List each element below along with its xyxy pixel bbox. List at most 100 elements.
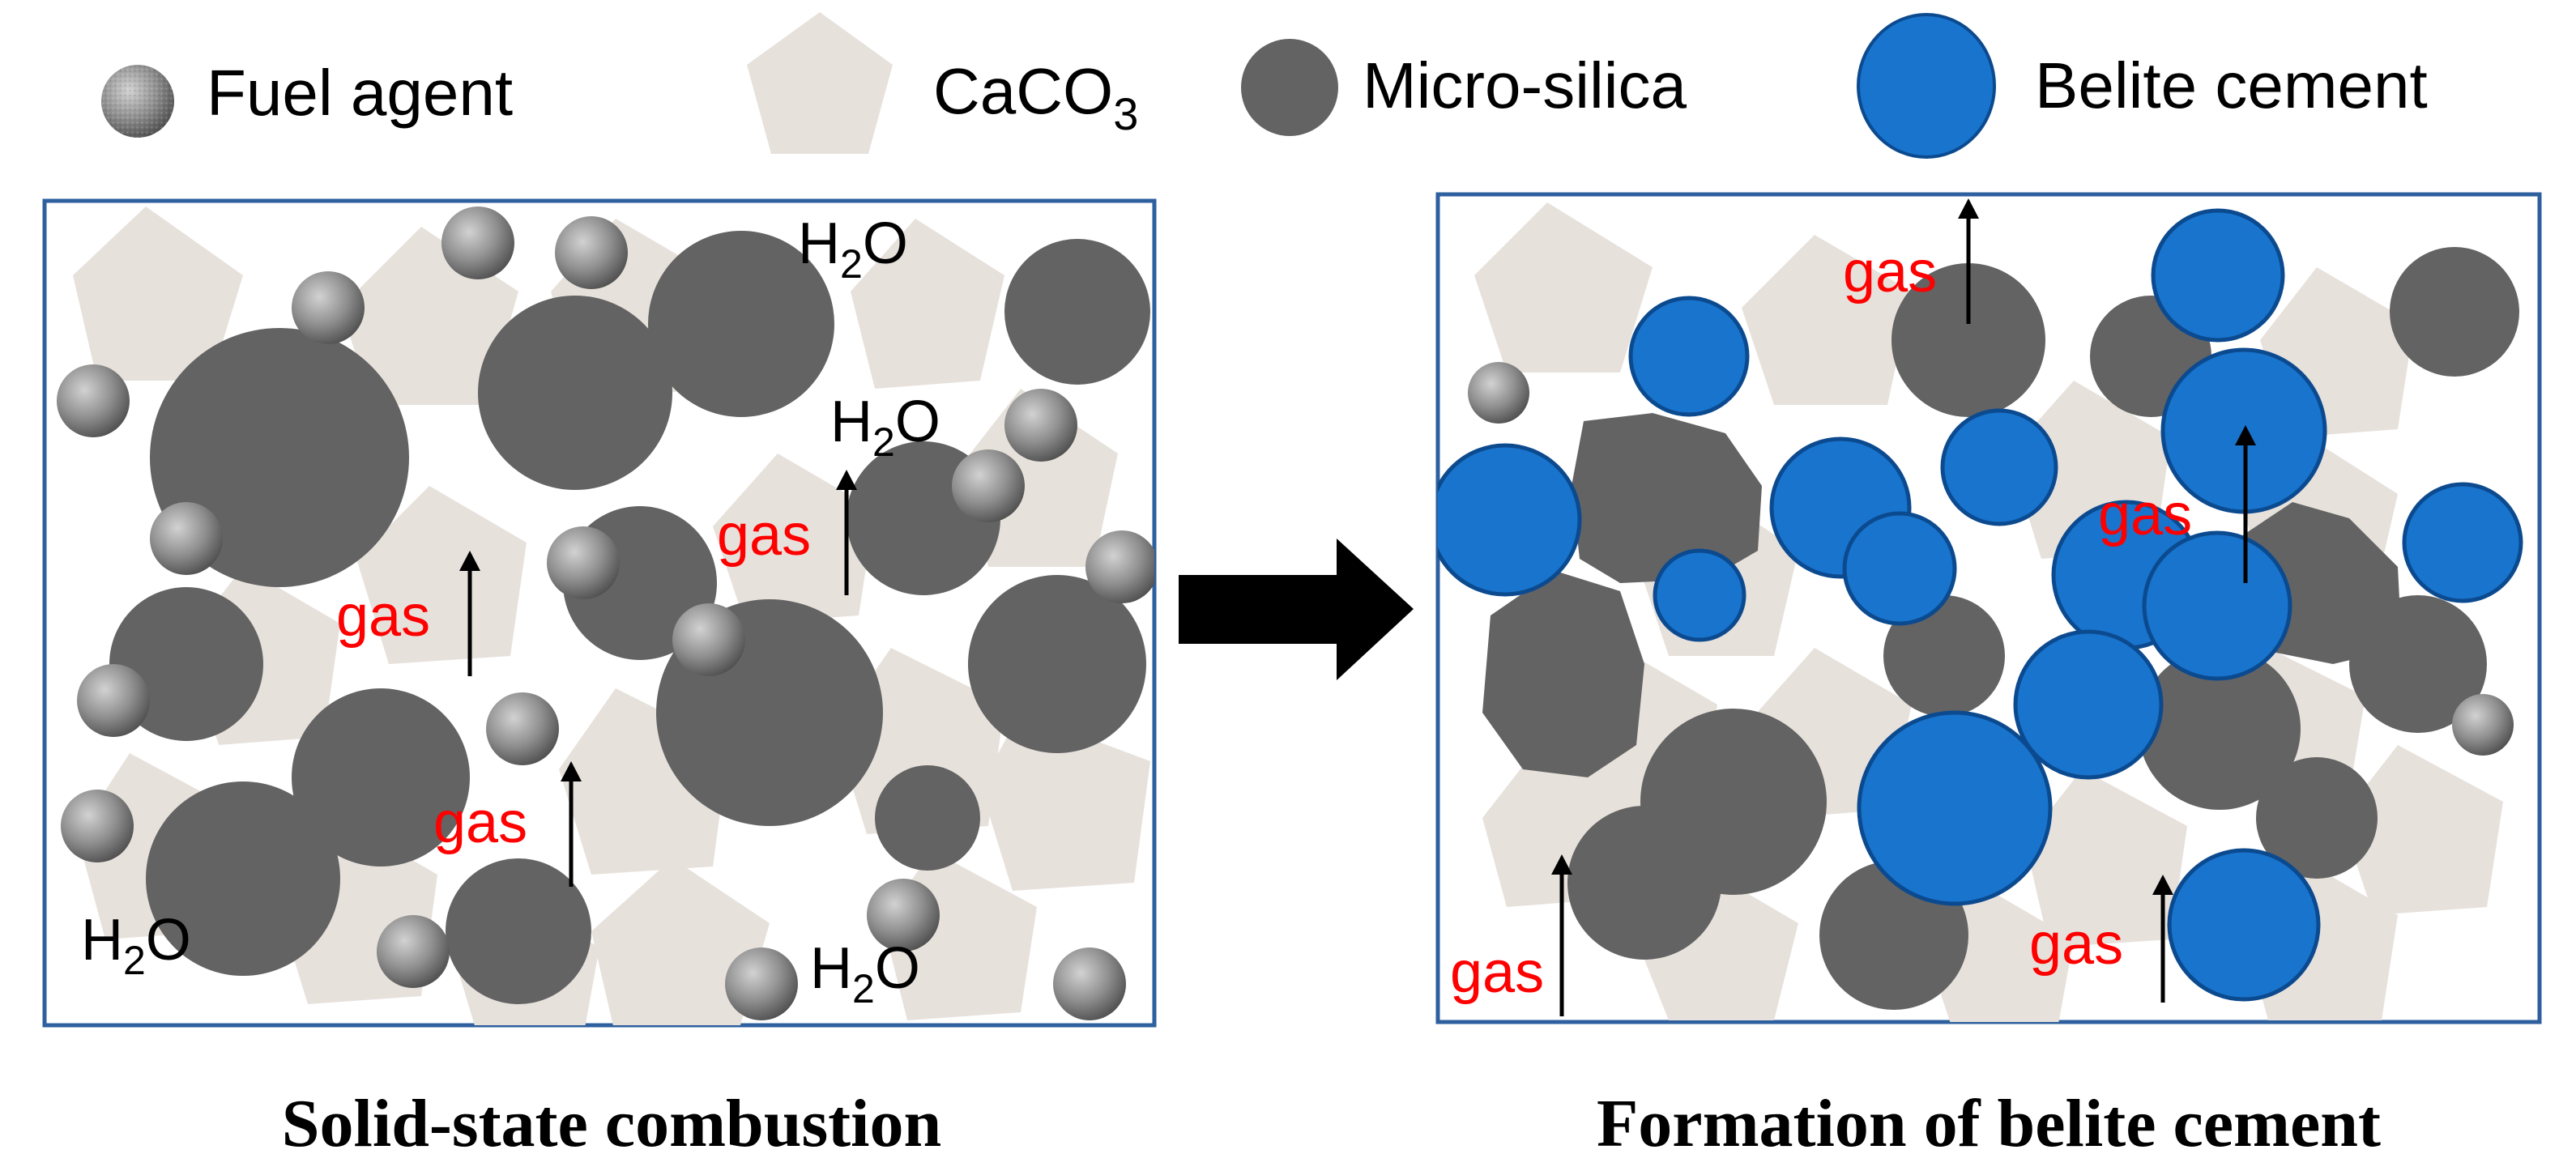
caco3-particle bbox=[73, 207, 243, 381]
micro-silica-particle bbox=[1891, 263, 2045, 417]
legend-fuel-agent-label: Fuel agent bbox=[207, 57, 513, 129]
caco3-particle bbox=[2025, 769, 2187, 947]
fuel-agent-particle bbox=[441, 207, 514, 279]
micro-silica-particle bbox=[146, 781, 340, 976]
belite-particle bbox=[1628, 296, 1750, 417]
micro-silica-particle bbox=[2390, 247, 2519, 377]
water-h: H bbox=[810, 936, 852, 1001]
right-fuel-agent-particles bbox=[1468, 362, 2514, 756]
right-micro-silica-particles bbox=[1482, 247, 2519, 1010]
fuel-agent-particle bbox=[1468, 362, 1529, 424]
caco3-particle bbox=[1742, 235, 1912, 405]
micro-silica-particle bbox=[968, 575, 1146, 753]
caco3-particle bbox=[964, 389, 1118, 567]
fuel-agent-particle bbox=[292, 271, 365, 344]
micro-silica-particle bbox=[2139, 648, 2301, 810]
left-gas-arrows bbox=[459, 470, 857, 887]
fuel-agent-particle bbox=[952, 449, 1025, 522]
water-label: H2O bbox=[81, 908, 191, 983]
left-fuel-agent-particles bbox=[57, 207, 1154, 1020]
micro-silica-particle bbox=[292, 688, 470, 867]
fuel-agent-particle bbox=[1085, 530, 1154, 603]
gas-label: gas bbox=[336, 584, 430, 649]
water-label: H2O bbox=[810, 936, 920, 1011]
caco3-icon bbox=[747, 12, 893, 154]
fuel-agent-particle bbox=[672, 603, 745, 676]
left-caco3-particles bbox=[73, 207, 1150, 1025]
water-o: O bbox=[895, 390, 940, 454]
fuel-agent-particle bbox=[1004, 389, 1077, 462]
water-subscript: 2 bbox=[872, 419, 895, 465]
belite-particle bbox=[2013, 629, 2164, 780]
legend-caco3-label: CaCO3 bbox=[933, 55, 1138, 139]
gas-label: gas bbox=[2029, 912, 2123, 977]
fuel-agent-particle bbox=[555, 216, 628, 289]
fuel-agent-particle bbox=[725, 947, 798, 1020]
caco3-particle bbox=[356, 486, 527, 664]
left-labels: H2O H2O H2O H2O gas gas gas bbox=[81, 211, 940, 1011]
legend-micro-silica: Micro-silica bbox=[1241, 39, 1687, 136]
water-o: O bbox=[863, 211, 908, 276]
belite-particle bbox=[1438, 443, 1582, 597]
gas-label: gas bbox=[2098, 483, 2192, 547]
fuel-agent-particle bbox=[1053, 947, 1126, 1020]
micro-silica-particle bbox=[875, 765, 980, 871]
gas-arrow bbox=[836, 470, 857, 595]
fuel-agent-icon bbox=[101, 65, 174, 138]
water-o: O bbox=[146, 908, 191, 973]
fuel-agent-particle bbox=[547, 526, 620, 599]
gas-arrow bbox=[2152, 875, 2173, 1003]
right-gas-arrows bbox=[1551, 198, 2256, 1016]
water-o: O bbox=[875, 936, 920, 1001]
water-subscript: 2 bbox=[852, 966, 875, 1011]
water-label: H2O bbox=[798, 211, 908, 287]
legend-belite-cement-label: Belite cement bbox=[2035, 49, 2428, 121]
water-h: H bbox=[830, 390, 872, 454]
caco3-particle bbox=[713, 453, 875, 624]
water-h: H bbox=[81, 908, 123, 973]
fuel-agent-particle bbox=[57, 364, 130, 437]
right-labels: gas gas gas gas bbox=[1450, 240, 2192, 1005]
legend-fuel-agent: Fuel agent bbox=[101, 57, 513, 138]
fuel-agent-particle bbox=[61, 790, 134, 862]
caco3-particle bbox=[591, 858, 770, 1025]
left-caption: Solid-state combustion bbox=[282, 1086, 941, 1161]
gas-label: gas bbox=[1843, 240, 1937, 304]
belite-particle bbox=[1940, 408, 2058, 526]
legend-caco3: CaCO3 bbox=[747, 12, 1138, 154]
water-label: H2O bbox=[830, 390, 940, 465]
right-arrow-icon bbox=[1179, 539, 1414, 680]
micro-silica-icon bbox=[1241, 39, 1338, 136]
gas-arrow bbox=[2235, 425, 2256, 583]
right-belite-particles bbox=[1438, 208, 2523, 1002]
caco3-particle bbox=[2341, 745, 2503, 915]
caco3-particle bbox=[1474, 202, 1653, 373]
water-subscript: 2 bbox=[123, 938, 146, 983]
caco3-particle bbox=[980, 713, 1150, 891]
gas-arrow bbox=[1551, 854, 1572, 1016]
micro-silica-particle bbox=[1883, 595, 2005, 717]
legend: Fuel agent CaCO3 Micro-silica Belite cem… bbox=[101, 12, 2428, 159]
right-caption: Formation of belite cement bbox=[1597, 1086, 2381, 1161]
belite-particle bbox=[1857, 710, 2053, 906]
micro-silica-particle bbox=[478, 296, 672, 490]
micro-silica-particle bbox=[1572, 413, 1762, 583]
micro-silica-particle bbox=[648, 231, 834, 417]
micro-silica-particle bbox=[446, 858, 591, 1004]
belite-particle bbox=[2167, 848, 2321, 1002]
water-h: H bbox=[798, 211, 840, 276]
belite-particle bbox=[2142, 530, 2292, 681]
water-subscript: 2 bbox=[840, 241, 863, 287]
legend-caco3-base: CaCO bbox=[933, 55, 1113, 127]
micro-silica-particle bbox=[2256, 757, 2378, 879]
gas-arrow bbox=[459, 551, 480, 676]
belite-particle bbox=[1842, 511, 1957, 626]
right-panel: gas gas gas gas bbox=[1435, 192, 2542, 1024]
left-panel: H2O H2O H2O H2O gas gas gas bbox=[42, 198, 1157, 1028]
fuel-agent-particle bbox=[2452, 694, 2514, 756]
gas-label: gas bbox=[433, 790, 527, 855]
legend-belite-cement: Belite cement bbox=[1857, 13, 2428, 159]
legend-micro-silica-label: Micro-silica bbox=[1363, 49, 1687, 121]
fuel-agent-particle bbox=[867, 879, 940, 952]
